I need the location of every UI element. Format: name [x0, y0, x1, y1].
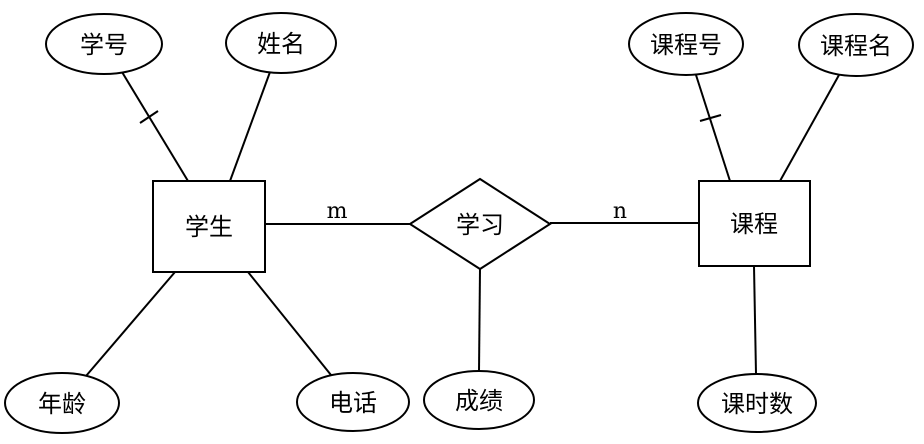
entity-student-rect [152, 180, 266, 273]
edge-study-to-score [478, 268, 481, 372]
attribute-phone-ellipse [296, 372, 410, 432]
attribute-phone: 电话 [296, 372, 410, 432]
relationship-study: 学习 [408, 177, 552, 271]
attribute-student-id: 学号 [45, 13, 163, 75]
entity-student-label: 学生 [185, 213, 233, 241]
edge-course-id-to-course [695, 74, 731, 182]
attribute-student-id-label: 学号 [80, 31, 128, 59]
relationship-study-diamond [408, 177, 552, 271]
attribute-score: 成绩 [423, 370, 535, 430]
attribute-score-label: 成绩 [455, 387, 503, 415]
attribute-course-name-ellipse [798, 13, 914, 77]
attribute-course-name-label: 课程名 [820, 32, 892, 60]
attribute-class-hours: 课时数 [697, 373, 817, 433]
entity-course: 课程 [698, 180, 811, 267]
cardinality-n-label: n [613, 199, 627, 224]
entity-course-rect [698, 180, 811, 267]
attribute-score-ellipse [423, 370, 535, 430]
edge-student-name-to-student [229, 71, 271, 182]
cardinality-m-label: m [327, 199, 348, 224]
attribute-student-name-ellipse [225, 12, 337, 74]
attribute-course-name: 课程名 [798, 13, 914, 77]
attribute-course-id-label: 课程号 [650, 31, 722, 59]
attribute-phone-label: 电话 [329, 389, 377, 417]
attribute-age: 年龄 [4, 372, 120, 434]
edge-student-id-to-student [121, 71, 189, 182]
attribute-student-id-ellipse [45, 13, 163, 75]
key-ticks [139, 110, 722, 124]
attribute-class-hours-ellipse [697, 373, 817, 433]
attribute-age-label: 年龄 [38, 390, 86, 418]
edge-student-to-phone [247, 271, 332, 376]
key-tick-course-id [699, 114, 722, 122]
edge-student-to-age [85, 271, 176, 377]
attribute-student-name-label: 姓名 [257, 30, 305, 58]
edge-course-to-class-hours [753, 265, 757, 375]
connectors [85, 71, 840, 377]
entity-course-label: 课程 [730, 210, 778, 238]
attribute-student-name: 姓名 [225, 12, 337, 74]
attribute-course-id-ellipse [628, 12, 744, 76]
edge-course-name-to-course [779, 74, 840, 182]
attribute-course-id: 课程号 [628, 12, 744, 76]
attribute-age-ellipse [4, 372, 120, 434]
key-tick-student-id [139, 110, 159, 124]
entity-student: 学生 [152, 180, 266, 273]
attribute-class-hours-label: 课时数 [721, 390, 793, 418]
relationship-study-label: 学习 [456, 211, 504, 239]
